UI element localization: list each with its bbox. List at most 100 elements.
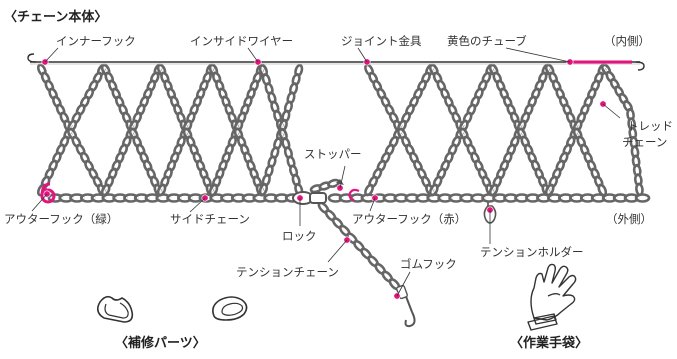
- chain-link: [628, 126, 638, 141]
- chain-link-inner: [615, 196, 626, 200]
- chain-link: [635, 182, 644, 197]
- chain-link-inner: [528, 196, 538, 200]
- work-glove-icon: [527, 263, 577, 331]
- outer-hook-red: [348, 188, 360, 202]
- chain-link: [273, 109, 283, 123]
- chain-link: [627, 117, 637, 131]
- leader-lines: [31, 47, 621, 297]
- chain-link-inner: [473, 196, 483, 200]
- chain-link-inner: [396, 196, 407, 200]
- chain-repair-ring-icon: [212, 296, 248, 321]
- chain-link: [208, 183, 219, 197]
- chain-link-inner: [593, 196, 604, 200]
- chain-link: [283, 100, 293, 114]
- heading-chain-body: 〈チェーン本体〉: [4, 9, 107, 25]
- label-outer-hook-green: アウターフック（緑）: [4, 212, 118, 226]
- chain-link: [286, 155, 296, 169]
- chain-link: [281, 137, 291, 151]
- chain-link: [631, 154, 641, 169]
- chain-link-inner: [261, 185, 266, 194]
- chain-link-inner: [211, 186, 216, 194]
- chain-link: [258, 182, 269, 197]
- chain-link: [367, 255, 380, 268]
- chain-link: [278, 127, 288, 142]
- chain-link-inner: [352, 196, 363, 200]
- heading-work-gloves: 〈作業手袋〉: [510, 335, 588, 351]
- label-tread-chain-1: トレッド: [627, 119, 673, 133]
- label-inside-wire: インサイドワイヤー: [190, 34, 293, 48]
- chain-link-inner: [363, 196, 374, 200]
- chain-link-inner: [626, 196, 637, 200]
- label-yellow-tube: 黄色のチューブ: [447, 34, 527, 48]
- inner-hook-right: [635, 61, 645, 71]
- label-tension-chain: テンションチェーン: [236, 265, 339, 279]
- chain-link: [324, 209, 337, 222]
- label-tread-chain-2: チェーン: [622, 135, 667, 149]
- chain-link-inner: [451, 196, 461, 200]
- chain-link: [374, 262, 387, 276]
- chain-link: [156, 183, 167, 197]
- chain-link-inner: [366, 186, 372, 194]
- chain-link: [270, 100, 280, 114]
- chain-link: [632, 163, 642, 178]
- chain-link: [633, 173, 643, 187]
- stopper: [336, 179, 344, 185]
- chain-link: [364, 183, 375, 197]
- chain-link-inner: [582, 196, 593, 200]
- chain-link-inner: [159, 186, 164, 194]
- chain-link-inner: [484, 196, 494, 200]
- chain-link-inner: [629, 110, 632, 119]
- chain-link: [488, 183, 499, 197]
- chain-link-inner: [418, 196, 429, 200]
- chain-link-inner: [103, 186, 108, 194]
- chain-link-inner: [431, 186, 437, 194]
- label-inner-hook: インナーフック: [56, 34, 136, 48]
- chain-link-inner: [429, 196, 440, 200]
- chain-link: [281, 109, 291, 123]
- chain-link-inner: [549, 196, 560, 200]
- chain-link: [353, 239, 365, 253]
- chain-link-inner: [462, 196, 472, 200]
- label-lock: ロック: [282, 229, 317, 243]
- chain-link-inner: [407, 196, 418, 200]
- chain-link: [428, 183, 439, 197]
- chain-link: [267, 91, 277, 105]
- chain-link-inner: [560, 196, 571, 200]
- marker-dots: [41, 58, 607, 300]
- label-outer-side: （外側）: [606, 212, 652, 226]
- heading-repair-parts: 〈補修パーツ〉: [115, 335, 206, 351]
- chain-link: [630, 145, 640, 159]
- chain-link: [331, 216, 344, 230]
- chain-link: [381, 270, 394, 283]
- chain-link-inner: [440, 196, 450, 200]
- chain-link-inner: [604, 196, 615, 200]
- chain-link: [283, 146, 293, 160]
- chain-link: [360, 247, 373, 260]
- chain-link-inner: [571, 196, 582, 200]
- chain-link-inner: [385, 196, 396, 200]
- chain-link: [270, 146, 280, 160]
- chain-link-inner: [636, 176, 640, 184]
- chain-link-inner: [538, 196, 549, 200]
- chain-link: [289, 82, 299, 96]
- chain-link: [597, 183, 608, 197]
- chain-link: [267, 155, 277, 169]
- chain-link: [291, 73, 301, 87]
- rubber-hook: [396, 284, 416, 328]
- chain-link-inner: [491, 186, 496, 194]
- chain-link: [261, 73, 271, 87]
- label-joint: ジョイント金具: [341, 34, 422, 48]
- chain-link: [544, 183, 555, 197]
- chain-link-inner: [638, 185, 641, 194]
- chain-link-inner: [637, 196, 648, 200]
- chain-link: [264, 82, 274, 96]
- chain-link: [338, 224, 351, 237]
- chain-link-inner: [547, 186, 552, 194]
- outer-hook-green: [40, 182, 56, 204]
- inner-hook-left: [27, 53, 37, 63]
- chain-link: [294, 63, 304, 78]
- chain-links: [36, 63, 651, 291]
- chain-link-inner: [330, 196, 341, 200]
- chain-link: [273, 137, 283, 151]
